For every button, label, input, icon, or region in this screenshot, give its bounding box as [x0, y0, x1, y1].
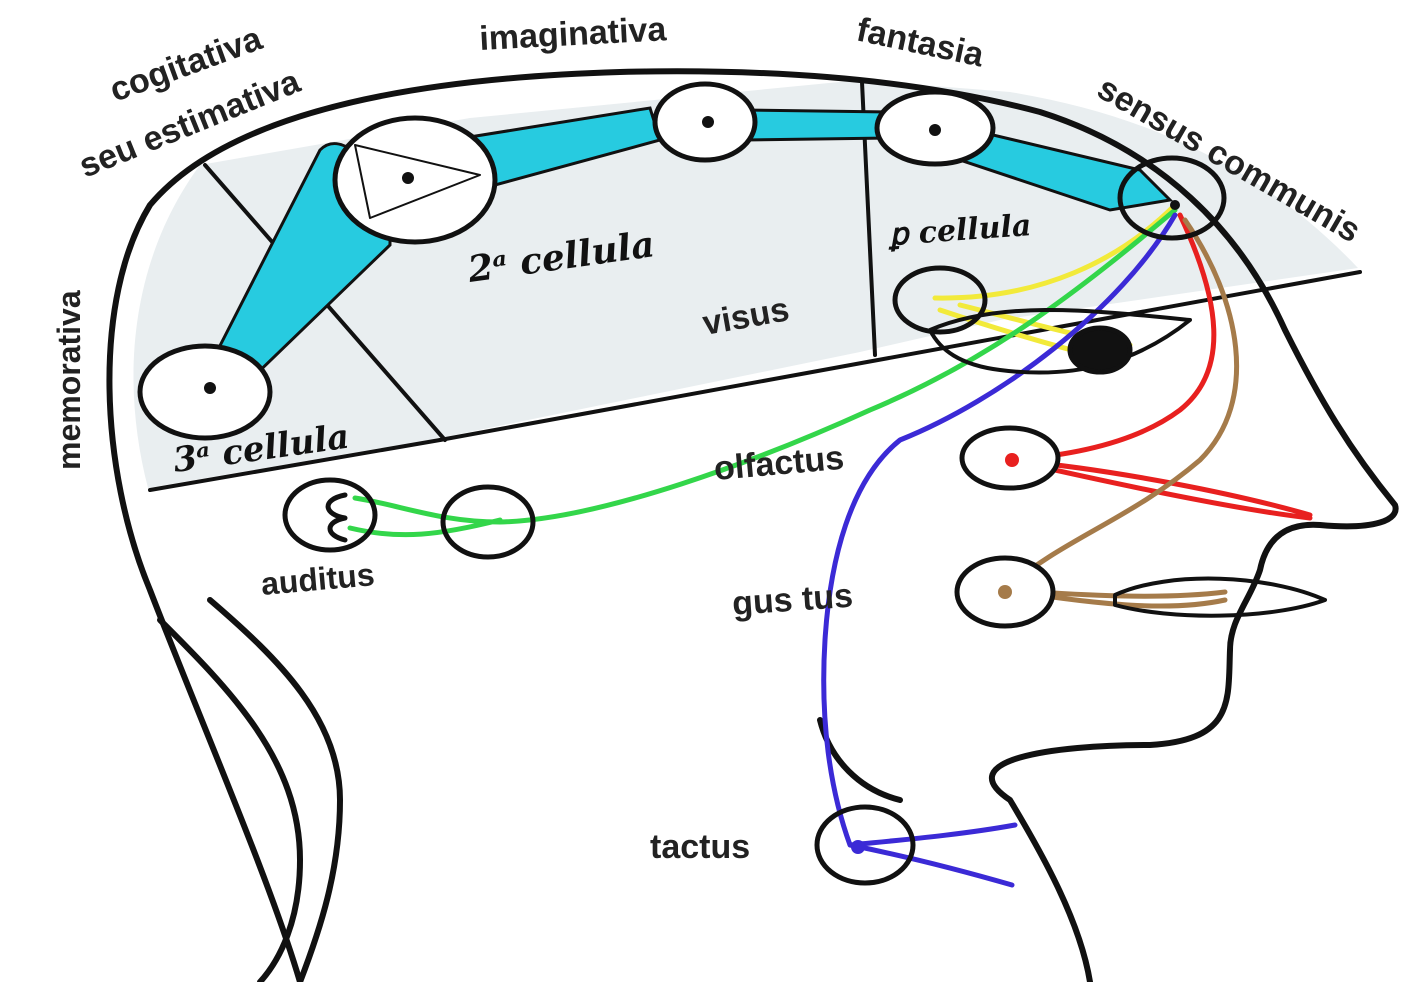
label-fantasia: fantasia — [853, 11, 988, 75]
label-tactus: tactus — [650, 828, 750, 866]
dot-imaginativa — [702, 116, 714, 128]
label-gustus: gus tus — [731, 577, 854, 623]
label-olfactus: olfactus — [712, 439, 845, 488]
cell-auditus-ear — [285, 480, 375, 550]
label-auditus: auditus — [259, 556, 375, 602]
dot-cogitativa — [402, 172, 414, 184]
label-memorativa: memorativa — [51, 290, 87, 470]
ear-curl — [328, 495, 345, 540]
label-imaginativa: imaginativa — [478, 10, 668, 58]
dot-sensus-communis — [1170, 200, 1180, 210]
dot-gustus — [998, 585, 1012, 599]
cell-memorativa — [140, 346, 270, 438]
dot-fantasia — [929, 124, 941, 136]
dot-tactus — [851, 840, 865, 854]
eye-iris — [1070, 328, 1130, 372]
channel-imaginativa-fantasia — [740, 110, 890, 140]
cell-cogitativa — [335, 118, 495, 242]
dot-memorativa — [204, 382, 216, 394]
dot-olfactus — [1005, 453, 1019, 467]
